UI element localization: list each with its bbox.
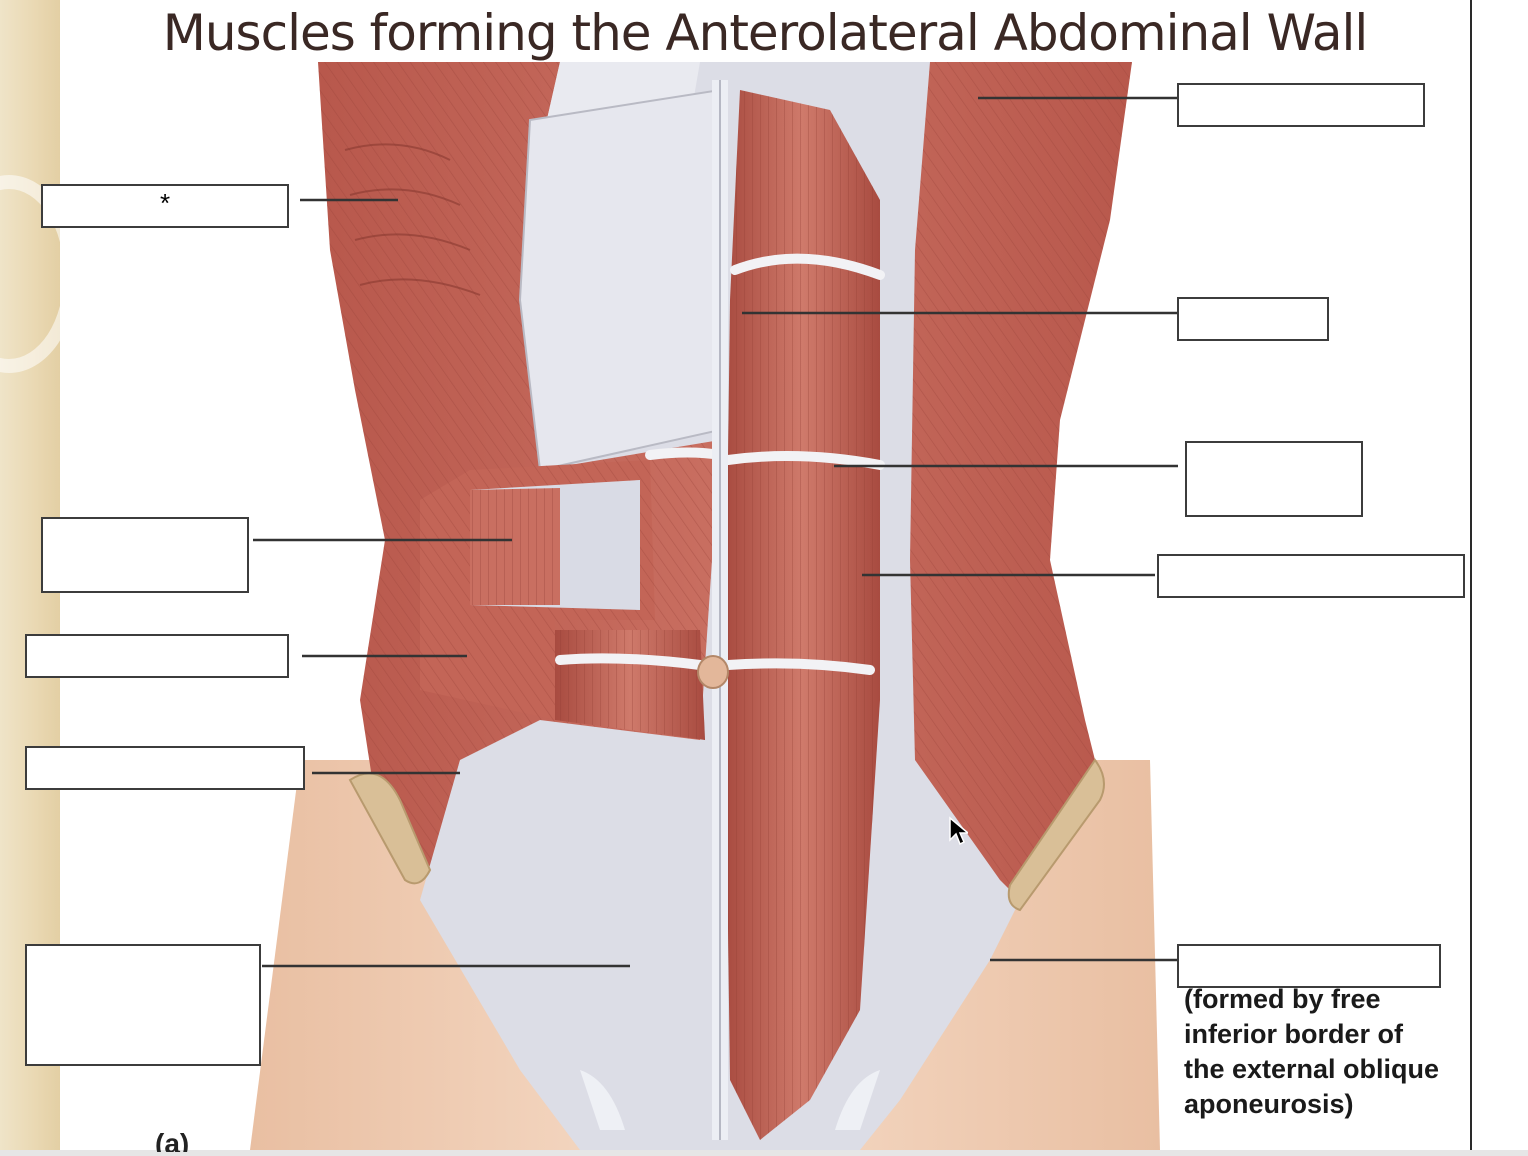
label-box-aponeurosis[interactable] bbox=[25, 944, 261, 1066]
page-title: Muscles forming the Anterolateral Abdomi… bbox=[162, 4, 1369, 62]
label-box-tendinous-intersection[interactable] bbox=[1185, 441, 1363, 517]
reflected-aponeurosis-flap bbox=[518, 88, 721, 472]
inguinal-ligament-caption: (formed by free inferior border of the e… bbox=[1184, 984, 1440, 1119]
label-box-top-right[interactable] bbox=[1177, 83, 1425, 127]
right-border-line bbox=[1470, 0, 1472, 1150]
label-box-serratus[interactable]: * bbox=[41, 184, 289, 228]
asterisk-marker: * bbox=[159, 188, 171, 218]
bottom-border-line bbox=[0, 1150, 1528, 1156]
umbilicus bbox=[697, 655, 729, 689]
label-box-rectus-abdominis[interactable] bbox=[1157, 554, 1465, 598]
right-iliac-crest bbox=[1007, 758, 1105, 912]
label-box-internal-oblique[interactable] bbox=[41, 517, 249, 593]
tendinous-intersections bbox=[555, 253, 885, 675]
leader-lines bbox=[253, 96, 1178, 968]
label-box-transversus[interactable] bbox=[25, 634, 289, 678]
panel-letter: (a) bbox=[155, 1128, 190, 1152]
label-box-external-oblique[interactable] bbox=[25, 746, 305, 790]
serratus-anterior-digitations bbox=[344, 143, 481, 296]
mouse-cursor-icon bbox=[949, 816, 968, 846]
label-box-linea-alba[interactable] bbox=[1177, 297, 1329, 341]
label-box-inguinal-ligament[interactable] bbox=[1177, 944, 1441, 988]
